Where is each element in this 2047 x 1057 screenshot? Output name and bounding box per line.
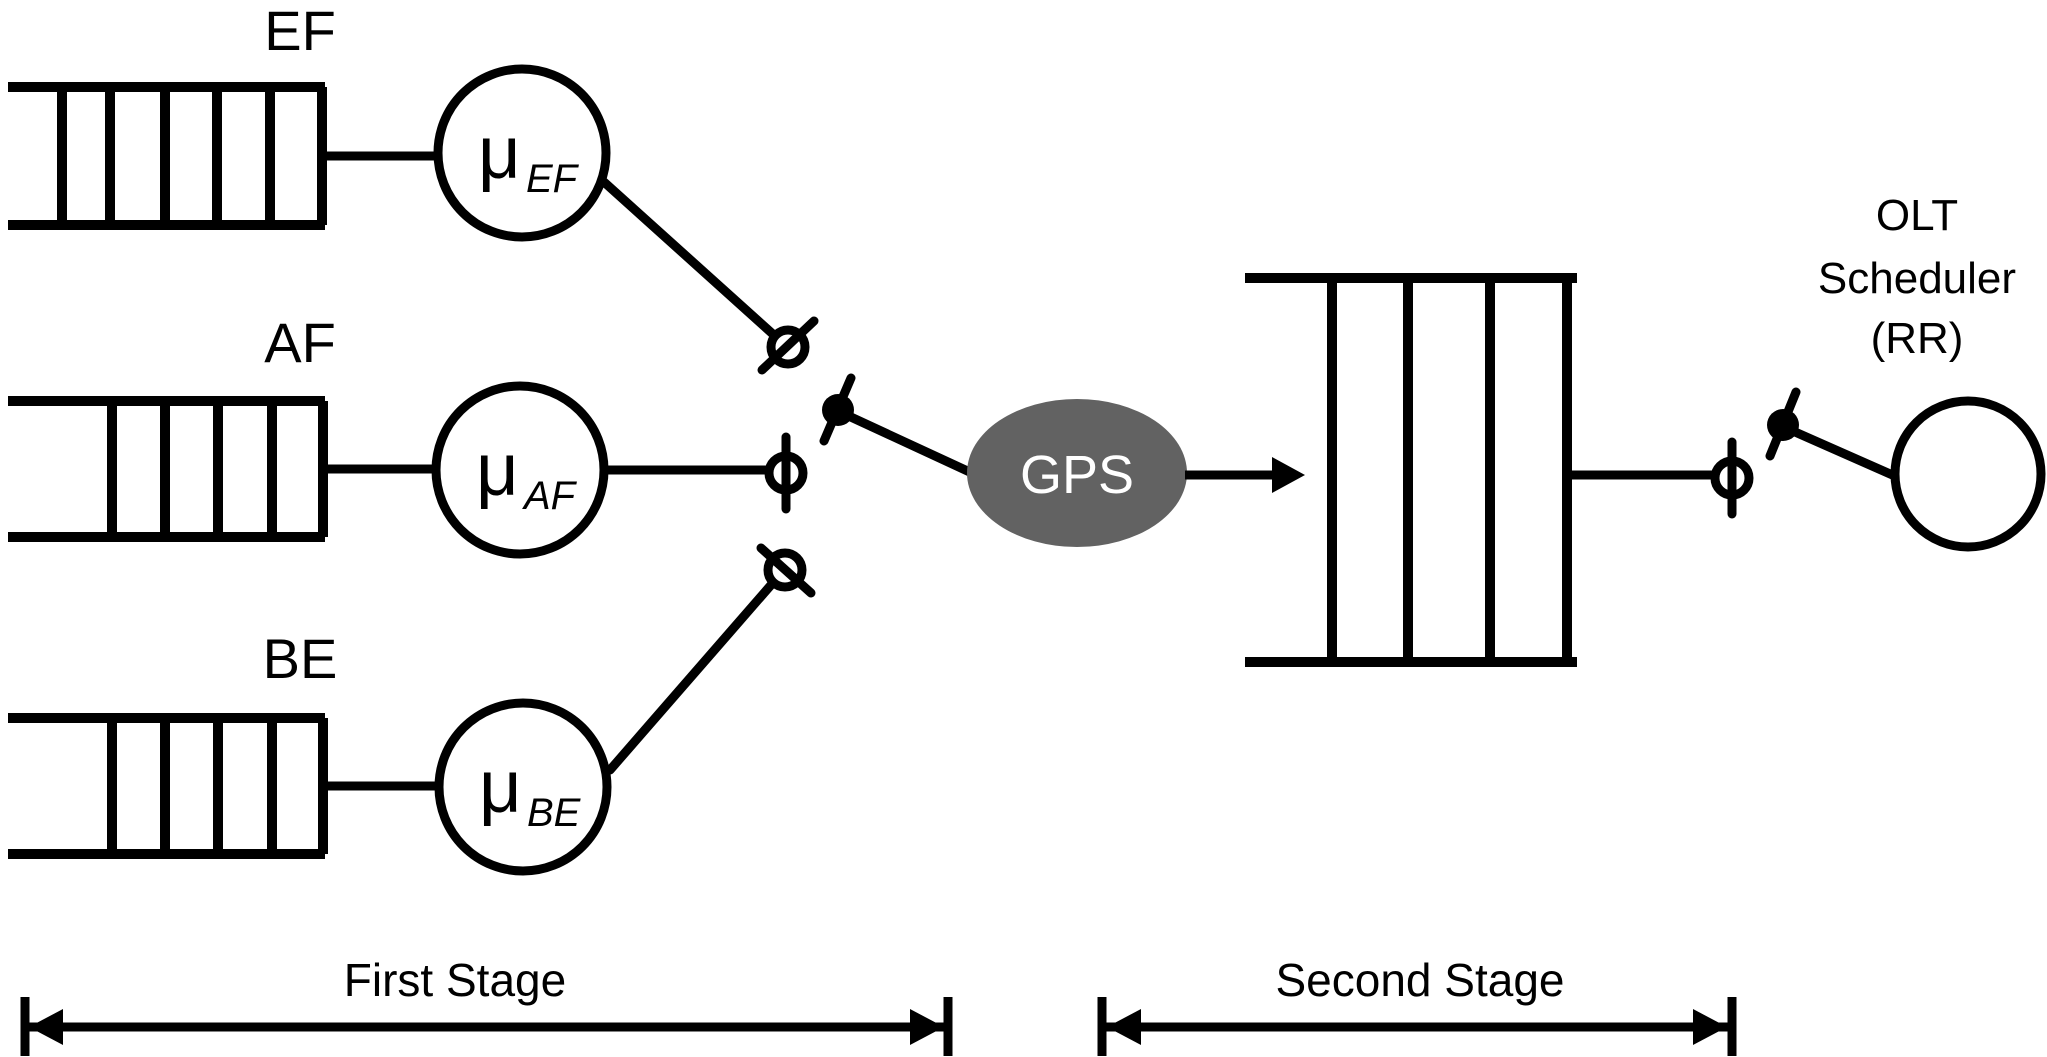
olt-label-line3: (RR) — [1871, 314, 1964, 363]
contact-olt — [1710, 437, 1754, 519]
queue-ef-label: EF — [264, 0, 336, 62]
first-stage-group: EF μ EF AF μ AF — [8, 0, 1187, 876]
queue-be: BE — [8, 627, 439, 859]
selector-switch-1-wiper-arm — [835, 407, 979, 479]
gps-ellipse — [967, 399, 1187, 547]
queue-af-cell-dividers — [107, 401, 328, 537]
stage2-queue-cell-dividers — [1327, 278, 1572, 662]
queue-af-label: AF — [264, 311, 336, 374]
contact-ef — [757, 316, 819, 375]
server-be: μ BE — [434, 698, 612, 876]
contact-be-bar — [756, 543, 816, 598]
server-af-subscript: AF — [522, 474, 578, 518]
gps-node: GPS — [967, 399, 1187, 547]
second-stage-span-left-arrowhead — [1107, 1009, 1141, 1045]
server-ef: μ EF — [433, 64, 611, 242]
server-ef-subscript: EF — [526, 157, 580, 201]
queue-be-label: BE — [263, 627, 338, 690]
server-af-mu: μ — [476, 428, 519, 511]
first-stage-span: First Stage — [20, 954, 953, 1056]
gps-to-queue-arrowhead — [1272, 457, 1305, 493]
contact-be — [756, 543, 816, 598]
second-stage-span: Second Stage — [1097, 954, 1737, 1056]
server-af-circle — [431, 381, 609, 559]
second-stage-group: OLT Scheduler (RR) — [1245, 191, 2046, 667]
stage2-queue — [1245, 273, 1715, 667]
server-af: μ AF — [431, 381, 609, 559]
queue-ef: EF — [8, 0, 442, 230]
selector-switch-2 — [1765, 387, 1902, 482]
wire-ef-to-contact — [599, 177, 780, 341]
second-stage-label: Second Stage — [1275, 954, 1564, 1006]
olt-circle — [1890, 396, 2046, 552]
queue-be-cell-dividers — [107, 718, 328, 854]
contact-ef-bar — [757, 316, 819, 375]
second-stage-span-end-bars — [1097, 997, 1737, 1056]
olt-label-line2: Scheduler — [1818, 254, 2016, 303]
olt-node: OLT Scheduler (RR) — [1818, 191, 2046, 552]
server-be-subscript: BE — [527, 791, 582, 835]
server-ef-mu: μ — [478, 111, 521, 194]
selector-switch-1 — [819, 373, 979, 479]
server-be-circle — [434, 698, 612, 876]
wire-be-to-contact — [605, 580, 776, 775]
second-stage-span-right-arrowhead — [1693, 1009, 1727, 1045]
selector-switch-2-wiper-arm — [1781, 423, 1902, 482]
server-be-mu: μ — [479, 745, 522, 828]
olt-label-line1: OLT — [1876, 191, 1958, 240]
contact-af — [764, 432, 808, 514]
first-stage-label: First Stage — [344, 954, 566, 1006]
queue-af: AF — [8, 311, 436, 542]
gps-label: GPS — [1020, 445, 1134, 505]
first-stage-span-end-bars — [20, 997, 953, 1056]
first-stage-span-left-arrowhead — [29, 1009, 63, 1045]
gps-to-queue-arrow — [1185, 457, 1305, 493]
server-ef-circle — [433, 64, 611, 242]
queue-ef-cell-dividers — [57, 87, 327, 225]
first-stage-span-right-arrowhead — [910, 1009, 944, 1045]
